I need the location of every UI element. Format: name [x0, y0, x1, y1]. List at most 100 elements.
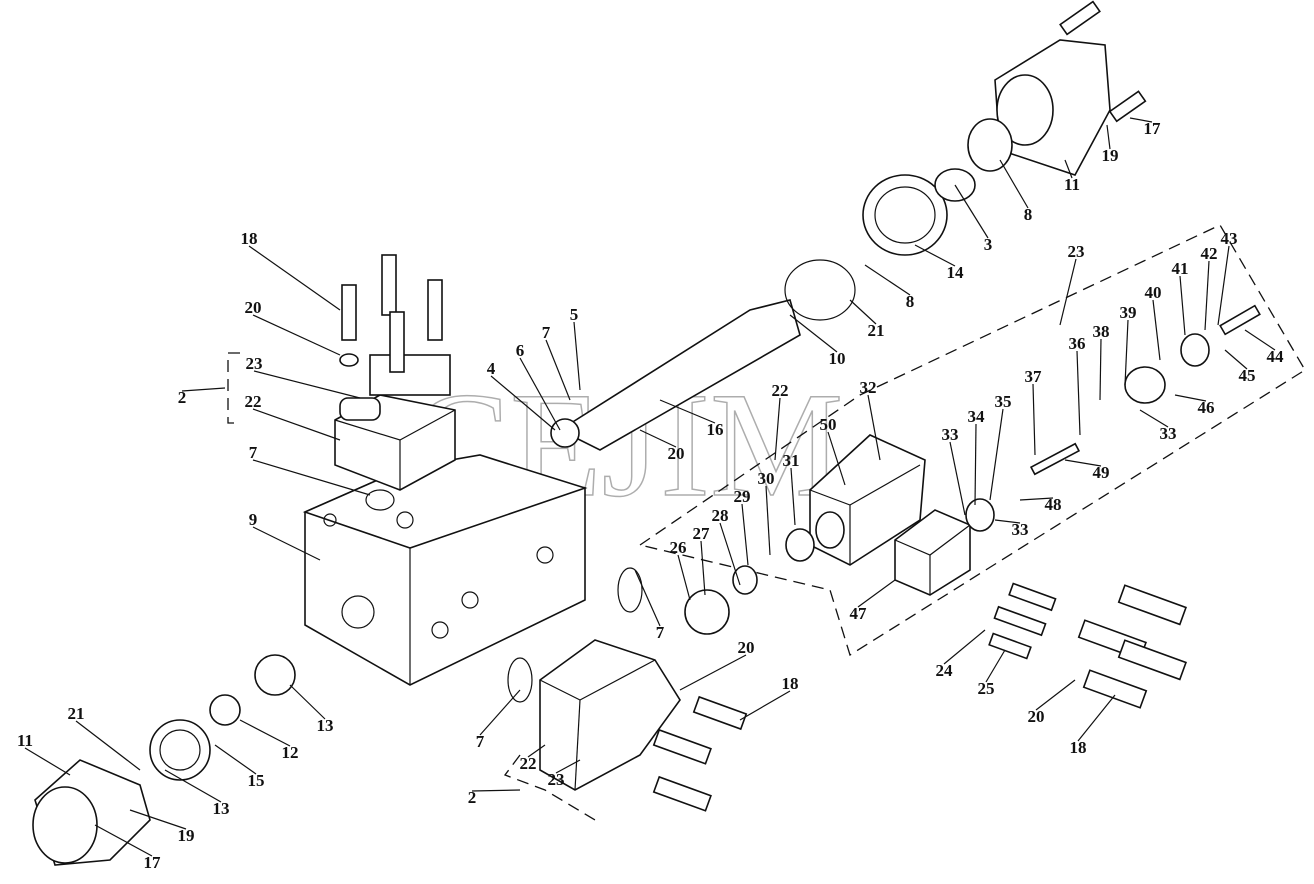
leader-line: [545, 339, 571, 401]
part-number-label: 20: [245, 298, 262, 317]
part-number-label: 11: [17, 731, 33, 750]
cap-cylinder-11-bottom: [32, 654, 296, 866]
leader-line: [1064, 159, 1073, 179]
part-number-label: 13: [317, 716, 334, 735]
group-outline-23: [638, 224, 1306, 657]
leader-line: [1035, 679, 1076, 711]
part-number-label: 20: [1028, 707, 1045, 726]
leader-line: [1179, 275, 1186, 336]
leader-line: [974, 423, 977, 506]
part-number-label: 19: [1102, 146, 1119, 165]
cap-cylinder-11-top: [967, 0, 1147, 176]
part-number-label: 26: [670, 538, 687, 557]
part-number-label: 36: [1069, 334, 1086, 353]
part-number-label: 25: [978, 679, 995, 698]
part-number-label: 41: [1172, 259, 1189, 278]
spring-14: [862, 168, 976, 256]
leader-line: [954, 184, 989, 239]
spool-assembly: [550, 259, 856, 451]
o-ring-7: [507, 657, 533, 703]
part-number-label: 18: [782, 674, 799, 693]
leader-line: [471, 789, 521, 792]
leader-line: [94, 824, 153, 857]
part-number-label: 46: [1198, 398, 1215, 417]
part-number-label: 3: [984, 235, 993, 254]
part-number-label: 22: [772, 381, 789, 400]
leader-line: [867, 394, 881, 461]
leader-line: [252, 408, 341, 441]
leader-line: [914, 244, 956, 267]
part-number-label: 9: [249, 510, 258, 529]
leader-line: [527, 744, 546, 758]
leader-line: [1174, 394, 1207, 402]
bolts-18: [339, 254, 443, 373]
leader-line: [1032, 383, 1036, 456]
group-outline-2-bottom: [503, 754, 596, 821]
part-number-label: 21: [68, 704, 85, 723]
part-number-label: 33: [942, 425, 959, 444]
part-labels: 1719118314821102343424140393836374445463…: [17, 117, 1285, 872]
leader-line: [719, 522, 741, 586]
leader-line: [252, 459, 371, 496]
leader-line: [1059, 258, 1077, 326]
leader-line: [1099, 338, 1102, 401]
part-number-label: 32: [860, 378, 877, 397]
part-number-label: 49: [1093, 463, 1110, 482]
valve-block-22-top: [334, 354, 456, 491]
leader-line: [679, 654, 747, 691]
part-number-label: 34: [968, 407, 986, 426]
part-number-label: 39: [1120, 303, 1137, 322]
part-number-label: 7: [656, 623, 665, 642]
part-number-label: 18: [241, 229, 258, 248]
part-number-label: 30: [758, 469, 775, 488]
part-number-label: 50: [820, 415, 837, 434]
part-number-label: 31: [783, 451, 800, 470]
leader-line: [1204, 260, 1210, 331]
leader-line: [479, 689, 521, 736]
part-number-label: 47: [850, 604, 868, 623]
leader-line: [739, 690, 791, 721]
leader-line: [24, 747, 71, 776]
leader-line: [573, 321, 581, 391]
part-number-label: 20: [668, 444, 685, 463]
part-number-label: 17: [144, 853, 162, 872]
part-number-label: 22: [245, 392, 262, 411]
leader-line: [519, 357, 561, 431]
leader-line: [790, 467, 796, 526]
leader-line: [949, 441, 966, 516]
leader-line: [555, 759, 581, 774]
leader-line: [1124, 319, 1129, 386]
o-ring-7: [617, 567, 643, 613]
leader-line: [677, 554, 691, 601]
part-number-label: 43: [1221, 229, 1238, 248]
cartridge-parts: [684, 304, 1261, 635]
leader-line: [1152, 299, 1161, 361]
leader-line: [490, 375, 556, 431]
leader-line: [1076, 350, 1081, 436]
leader-line: [849, 299, 877, 325]
part-number-label: 23: [1068, 242, 1085, 261]
leader-line: [1217, 245, 1230, 326]
part-number-label: 23: [246, 354, 263, 373]
leader-line: [75, 720, 141, 771]
leader-line: [1139, 409, 1169, 428]
part-number-label: 12: [282, 743, 299, 762]
part-number-label: 40: [1145, 283, 1162, 302]
part-number-label: 7: [249, 443, 258, 462]
part-number-label: 44: [1267, 347, 1285, 366]
leader-line: [164, 769, 222, 803]
part-number-label: 5: [570, 305, 579, 324]
valve-block-22-bottom: [539, 639, 748, 812]
leader-line: [248, 245, 341, 311]
part-number-label: 14: [947, 263, 965, 282]
leader-line: [239, 719, 291, 747]
part-number-label: 29: [734, 487, 751, 506]
o-ring-7: [365, 489, 395, 511]
part-number-label: 7: [542, 323, 551, 342]
leader-line: [1106, 124, 1111, 150]
valve-body-50: [809, 434, 926, 566]
leader-line: [1077, 694, 1116, 742]
leader-line: [129, 809, 187, 830]
part-number-label: 24: [936, 661, 954, 680]
